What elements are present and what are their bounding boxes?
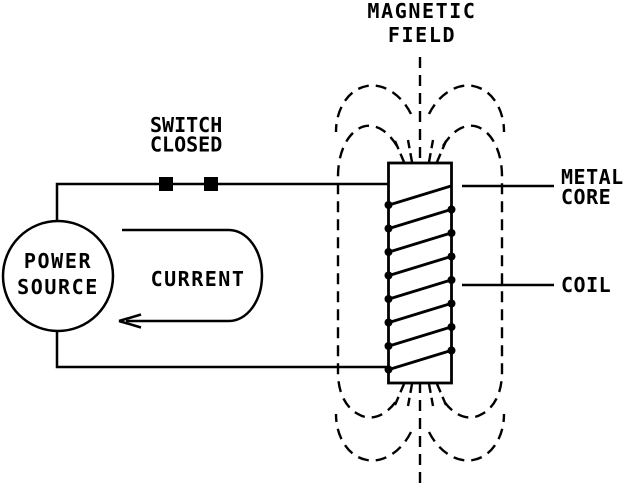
magnetic-field-label-line1: MAGNETIC [367,0,476,23]
coil-bump [447,323,456,331]
coil-turn [388,349,452,371]
coil-bump [447,252,456,261]
field-rays-bottom [393,383,448,407]
field-arc-outer-top-right [427,84,506,133]
field-arc-outer-bottom-right [427,413,506,462]
switch-contact-right [204,177,218,191]
wire-top [55,182,389,221]
current-loop-arrow [118,228,264,329]
coil-turn [388,184,452,207]
coil-turn [388,325,452,348]
current-loop-path [122,228,264,323]
magnetic-field-lines [334,57,506,488]
current-arrowhead-upper [118,313,142,323]
coil-bump [384,248,393,256]
field-loop-inner-right [441,124,504,419]
wire-bottom [55,331,389,369]
switch-label-line2: CLOSED [150,133,222,157]
switch-symbol [159,177,218,191]
coil-turn [388,231,452,254]
coil-label: COIL [561,273,611,297]
switch-contact-left [159,177,173,191]
power-source-circle [1,219,115,333]
coil-bump [384,271,393,280]
field-loop-inner-left [336,124,399,419]
coil-turn [388,278,452,301]
field-arc-outer-top-left [334,84,413,133]
coil-turn [388,302,452,324]
coil-bump [447,299,456,308]
coil-bump [447,346,456,355]
metal-core-label-line2: CORE [561,185,611,209]
metal-core-label-line1: METAL [561,165,624,189]
current-arrowhead-lower [118,319,142,329]
power-source-label-line1: POWER [24,249,92,273]
coil-bump [384,342,393,350]
coil-bump [384,224,393,233]
coil-bump [384,318,393,327]
coil-bump [384,365,393,374]
coil-bump [447,229,456,237]
coil-bump [384,295,393,303]
current-label: CURRENT [151,267,246,291]
coil-turn [388,255,452,277]
coil-bump [384,201,393,209]
coil-winding [388,184,452,371]
coil-bump [447,276,456,284]
field-arc-outer-bottom-left [334,413,413,462]
power-source-label-line2: SOURCE [17,275,99,299]
magnetic-field-label-line2: FIELD [388,23,456,47]
diagram-labels: MAGNETIC FIELD SWITCH CLOSED POWER SOURC… [17,0,624,299]
circuit-wires [55,182,389,369]
pointer-lines [462,184,554,287]
coil-turn [388,208,452,230]
switch-label-line1: SWITCH [150,113,222,137]
coil-bump [447,205,456,214]
coil-wire-bumps [384,201,456,374]
